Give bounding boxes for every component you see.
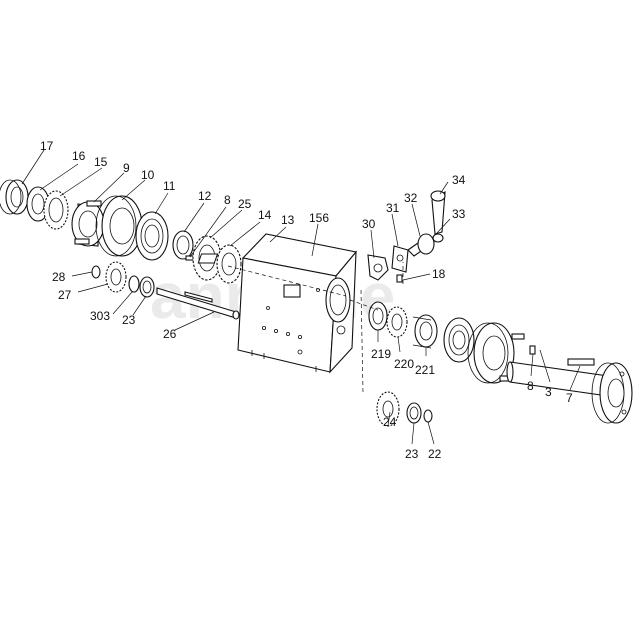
- pin-33: [432, 233, 444, 243]
- gear-27: [105, 261, 127, 293]
- label-7: 7: [566, 391, 573, 405]
- bearing-right: [443, 317, 475, 363]
- label-220: 220: [394, 357, 414, 371]
- washer-303: [128, 275, 140, 293]
- label-9: 9: [123, 161, 130, 175]
- label-11: 11: [163, 179, 176, 193]
- circlip-28: [91, 265, 101, 279]
- shaft-3: [506, 361, 609, 397]
- label-27: 27: [58, 288, 72, 302]
- nut-17: [0, 179, 29, 215]
- label-10: 10: [141, 168, 155, 182]
- label-24: 24: [383, 415, 397, 429]
- label-25: 25: [238, 197, 252, 211]
- shift-fork-30: [367, 254, 389, 281]
- label-15: 15: [94, 155, 108, 169]
- key-7: [567, 358, 595, 366]
- spacer-12: [172, 230, 194, 260]
- axis-line-upper: [227, 265, 347, 297]
- label-32: 32: [404, 191, 418, 205]
- axis-line-right: [349, 299, 379, 311]
- lever-bracket-31: [391, 245, 409, 273]
- label-16: 16: [72, 149, 86, 163]
- label-3: 3: [545, 385, 552, 399]
- flange-cover-10: [95, 195, 143, 257]
- part-labels: 17 16 15 9 10 11 12 8 25 14 13 156 30 31…: [40, 139, 573, 461]
- label-303: 303: [90, 309, 110, 323]
- screw-18: [396, 274, 403, 283]
- label-14: 14: [258, 208, 272, 222]
- flange-cover-right: [467, 322, 515, 384]
- circlip-22: [423, 409, 433, 423]
- gearbox-housing-13: [197, 233, 358, 374]
- sleeve-10: [71, 201, 105, 247]
- label-31: 31: [386, 201, 400, 215]
- knob-34: [430, 190, 446, 235]
- label-23-upper: 23: [122, 313, 136, 327]
- bearing-23-upper: [139, 276, 155, 298]
- bolt-9: [74, 200, 102, 245]
- label-30: 30: [362, 217, 376, 231]
- gear-ring-15: [43, 190, 69, 230]
- shaft-26: [156, 287, 240, 320]
- bearing-11: [135, 211, 169, 261]
- label-17: 17: [40, 139, 54, 153]
- label-219: 219: [371, 347, 391, 361]
- label-23-lower: 23: [405, 447, 419, 461]
- bearing-23-lower: [406, 402, 422, 424]
- label-13: 13: [281, 213, 295, 227]
- label-26: 26: [163, 327, 177, 341]
- label-156: 156: [309, 211, 329, 225]
- seal-219: [368, 301, 388, 331]
- key-8-right: [529, 345, 536, 355]
- output-flange: [591, 362, 633, 424]
- washer-16: [26, 186, 50, 222]
- label-8-left: 8: [224, 193, 231, 207]
- label-33: 33: [452, 207, 466, 221]
- bolt-right: [499, 333, 525, 382]
- label-22: 22: [428, 447, 442, 461]
- leader-lines: [21, 149, 581, 445]
- gear-14: [216, 244, 242, 284]
- label-12: 12: [198, 189, 212, 203]
- lever-32: [407, 233, 435, 257]
- gear-220: [386, 306, 408, 338]
- label-34: 34: [452, 173, 466, 187]
- axis-line-vertical: [360, 289, 364, 393]
- spacer-221: [412, 314, 438, 349]
- label-8-right: 8: [527, 379, 534, 393]
- label-28: 28: [52, 270, 66, 284]
- label-221: 221: [415, 363, 435, 377]
- label-18: 18: [432, 267, 446, 281]
